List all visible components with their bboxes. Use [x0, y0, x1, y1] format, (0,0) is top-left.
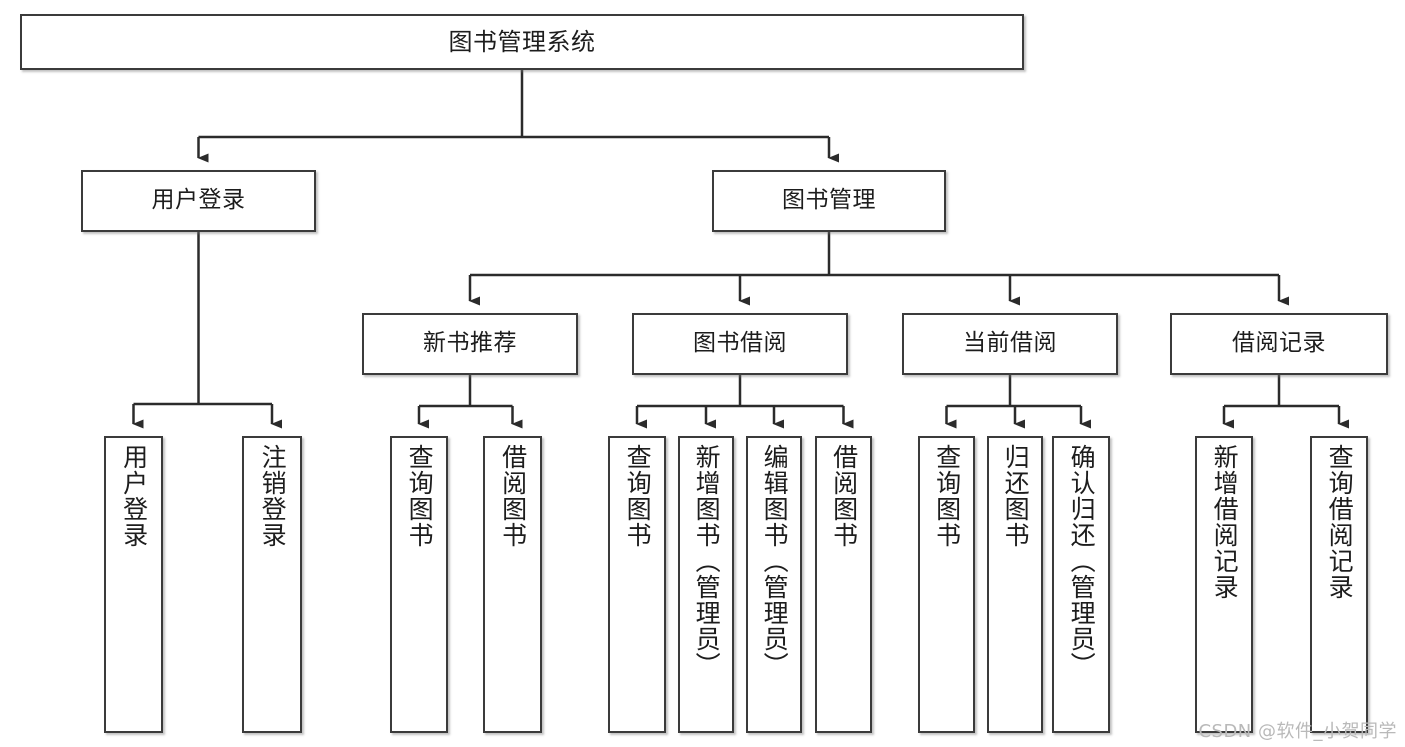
node-leaf-return-book[interactable]: 归还图书 [987, 436, 1043, 733]
node-leaf-query-record[interactable]: 查询借阅记录 [1310, 436, 1368, 733]
node-leaf-borrow-book-1[interactable]: 借阅图书 [483, 436, 542, 733]
node-leaf-logout[interactable]: 注销登录 [242, 436, 302, 733]
node-leaf-add-record[interactable]: 新增借阅记录 [1195, 436, 1253, 733]
node-label: 用户登录 [151, 187, 246, 214]
node-label: 查询借阅记录 [1325, 444, 1355, 600]
node-leaf-edit-book[interactable]: 编辑图书（管理员） [746, 436, 802, 733]
node-label: 新增借阅记录 [1210, 444, 1240, 600]
node-borrow-record[interactable]: 借阅记录 [1170, 313, 1388, 375]
node-label: 当前借阅 [963, 330, 1057, 357]
node-leaf-borrow-book-2[interactable]: 借阅图书 [815, 436, 872, 733]
node-label: 图书管理系统 [448, 27, 596, 56]
node-label: 图书借阅 [693, 330, 787, 357]
node-label: 确认归还（管理员） [1067, 444, 1097, 678]
node-book-manage[interactable]: 图书管理 [712, 170, 946, 232]
node-new-book-rec[interactable]: 新书推荐 [362, 313, 578, 375]
node-label: 新书推荐 [423, 330, 517, 357]
node-label: 用户登录 [119, 444, 149, 548]
node-book-borrow[interactable]: 图书借阅 [632, 313, 848, 375]
node-root-system[interactable]: 图书管理系统 [20, 14, 1024, 70]
node-leaf-query-book-2[interactable]: 查询图书 [608, 436, 666, 733]
node-label: 查询图书 [623, 444, 653, 548]
node-leaf-query-book-3[interactable]: 查询图书 [918, 436, 975, 733]
node-label: 注销登录 [258, 444, 288, 548]
node-leaf-query-book-1[interactable]: 查询图书 [390, 436, 448, 733]
csdn-watermark: CSDN @软件_小贺同学 [1198, 721, 1397, 742]
node-label: 新增图书（管理员） [692, 444, 722, 678]
node-current-borrow[interactable]: 当前借阅 [902, 313, 1118, 375]
node-label: 借阅记录 [1232, 330, 1326, 357]
node-label: 归还图书 [1001, 444, 1031, 548]
node-label: 图书管理 [782, 187, 876, 214]
node-user-login[interactable]: 用户登录 [81, 170, 316, 232]
node-leaf-add-book[interactable]: 新增图书（管理员） [678, 436, 734, 733]
node-label: 编辑图书（管理员） [760, 444, 790, 678]
node-label: 查询图书 [405, 444, 435, 548]
node-label: 查询图书 [932, 444, 962, 548]
node-leaf-confirm-return[interactable]: 确认归还（管理员） [1052, 436, 1110, 733]
node-leaf-user-login[interactable]: 用户登录 [104, 436, 163, 733]
node-label: 借阅图书 [498, 444, 528, 548]
node-label: 借阅图书 [829, 444, 859, 548]
